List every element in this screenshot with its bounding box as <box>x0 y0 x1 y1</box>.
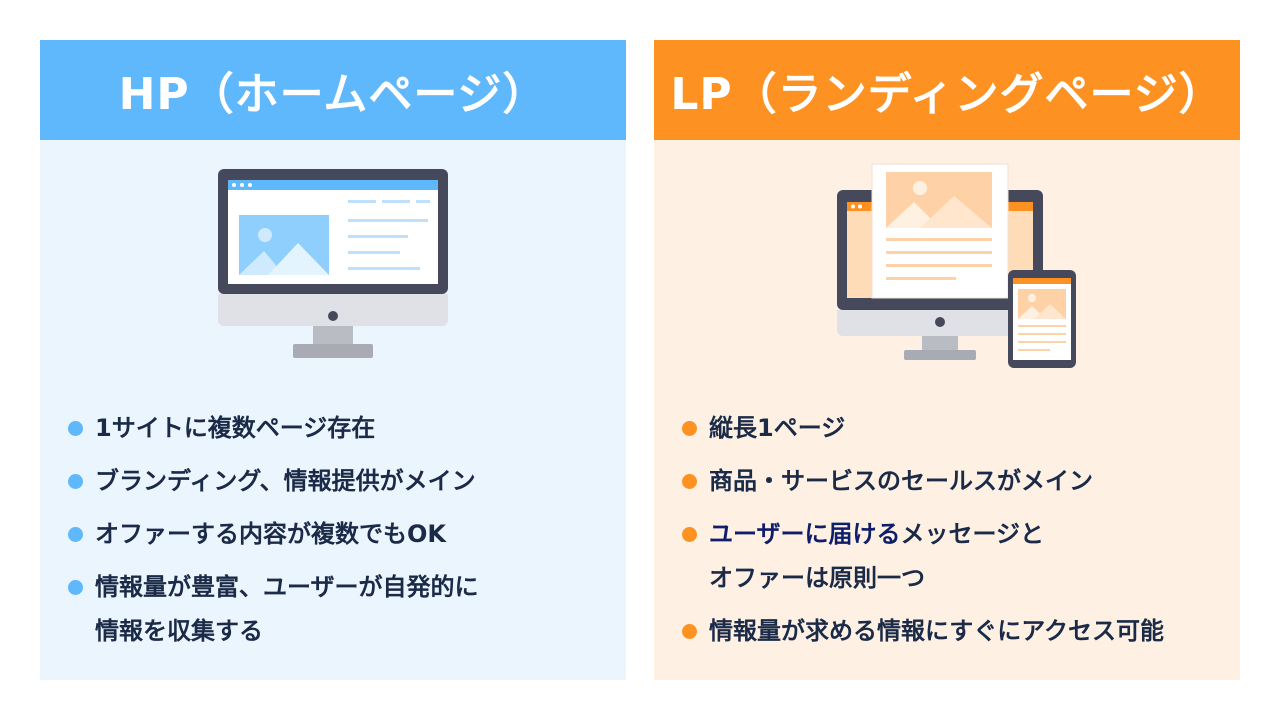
list-item: ユーザーに届けるメッセージと オファーは原則一つ <box>682 512 1164 600</box>
desktop-monitor-icon <box>218 169 448 358</box>
bullet-dot-icon <box>682 624 697 639</box>
hp-panel: HP（ホームページ） 1サイトに複数ページ存在 ブランディング、情報提供がメイン… <box>40 40 626 680</box>
hp-bullet-list: 1サイトに複数ページ存在 ブランディング、情報提供がメイン オファーする内容が複… <box>68 406 479 662</box>
bullet-dot-icon <box>68 474 83 489</box>
bullet-dot-icon <box>68 527 83 542</box>
lp-panel: LP（ランディングページ） 縦長1ページ 商品・サービスのセールスがメイ <box>654 40 1240 680</box>
list-item-text: ユーザーに届けるメッセージと オファーは原則一つ <box>709 520 1045 592</box>
lp-bullet-list: 縦長1ページ 商品・サービスのセールスがメイン ユーザーに届けるメッセージと オ… <box>682 406 1164 662</box>
list-item: オファーする内容が複数でもOK <box>68 512 479 556</box>
list-item: 1サイトに複数ページ存在 <box>68 406 479 450</box>
list-item: 情報量が豊富、ユーザーが自発的に 情報を収集する <box>68 565 479 653</box>
bullet-dot-icon <box>682 527 697 542</box>
bullet-dot-icon <box>68 580 83 595</box>
bullet-dot-icon <box>682 474 697 489</box>
list-item: 商品・サービスのセールスがメイン <box>682 459 1164 503</box>
bullet-dot-icon <box>68 421 83 436</box>
lp-title: LP（ランディングページ） <box>654 40 1240 140</box>
list-item: 縦長1ページ <box>682 406 1164 450</box>
list-item: ブランディング、情報提供がメイン <box>68 459 479 503</box>
list-item: 情報量が求める情報にすぐにアクセス可能 <box>682 609 1164 653</box>
landing-page-devices-icon <box>837 163 1076 368</box>
list-item-text: 情報量が豊富、ユーザーが自発的に 情報を収集する <box>95 573 479 645</box>
bullet-dot-icon <box>682 421 697 436</box>
hp-title: HP（ホームページ） <box>40 40 626 140</box>
